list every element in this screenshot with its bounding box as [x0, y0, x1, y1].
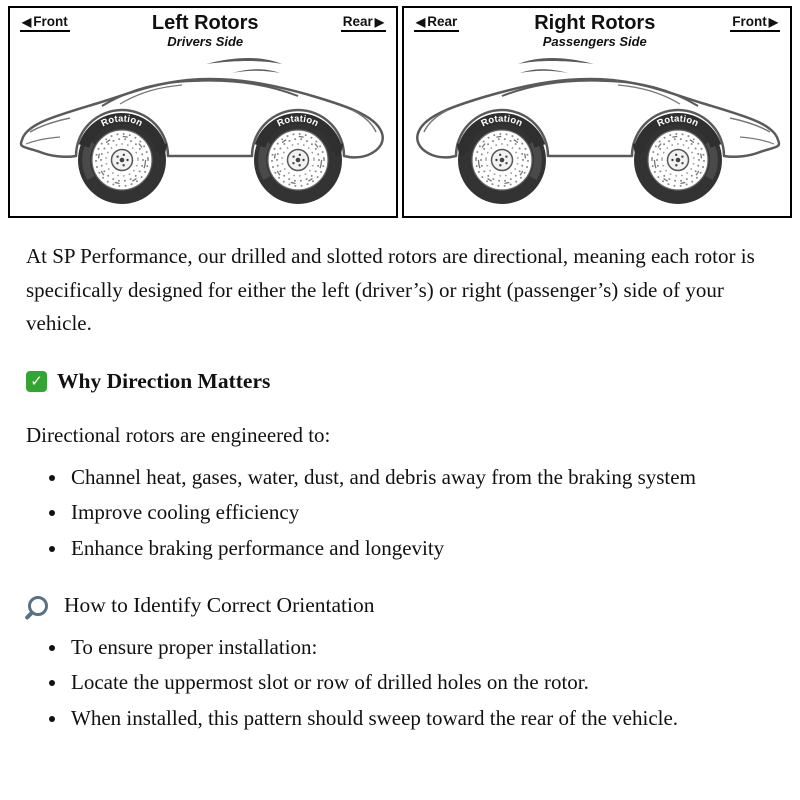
rotation-label: Rotation: [655, 113, 700, 129]
direction-label-text: Front: [732, 14, 767, 29]
list-item: Channel heat, gases, water, dust, and de…: [68, 461, 774, 495]
panel-title: Left Rotors: [151, 12, 259, 34]
panel-subtitle: Drivers Side: [167, 34, 244, 49]
list-item: Improve cooling efficiency: [68, 496, 774, 530]
arrow-left-icon: ◀: [416, 14, 426, 29]
why-bullet-list: Channel heat, gases, water, dust, and de…: [26, 461, 774, 566]
list-item: When installed, this pattern should swee…: [68, 702, 774, 736]
article: At SP Performance, our drilled and slott…: [0, 218, 800, 736]
rotation-label: Rotation: [99, 113, 144, 129]
svg-text:Rotation: Rotation: [479, 113, 525, 129]
rotation-label: Rotation: [479, 113, 524, 129]
check-icon: ✓: [26, 370, 47, 392]
engineered-to-lead: Directional rotors are engineered to:: [26, 423, 331, 448]
arrow-left-icon: ◀: [22, 14, 32, 29]
left-panel-header: ◀ Front Left Rotors Drivers Side Rear ▶: [10, 8, 396, 50]
direction-label-text: Rear: [427, 14, 458, 29]
rotor-direction-diagram: ◀ Front Left Rotors Drivers Side Rear ▶: [0, 0, 800, 218]
heading-text: How to Identify Correct Orientation: [64, 593, 375, 618]
panel-title: Right Rotors: [534, 12, 656, 34]
right-panel-header: ◀ Rear Right Rotors Passengers Side Fron…: [404, 8, 790, 50]
panel-subtitle: Passengers Side: [542, 34, 647, 49]
intro-paragraph: At SP Performance, our drilled and slott…: [26, 244, 755, 336]
svg-text:Rotation: Rotation: [99, 113, 145, 129]
front-direction-label: ◀ Front: [20, 14, 70, 32]
rotation-arrow-rear-wheel: Rotation: [254, 113, 344, 157]
car-left-side-illustration: Rotation Rotation: [10, 52, 396, 210]
direction-label-text: Rear: [342, 14, 373, 29]
car-right-side-illustration: Rotation Rotation: [404, 52, 790, 210]
left-rotors-panel: ◀ Front Left Rotors Drivers Side Rear ▶: [8, 6, 398, 218]
rotation-arrow-front-wheel: Rotation: [78, 113, 168, 157]
how-bullet-list: To ensure proper installation: Locate th…: [26, 631, 774, 736]
list-item: Locate the uppermost slot or row of dril…: [68, 666, 774, 700]
left-panel-title-block: Left Rotors Drivers Side: [152, 12, 259, 50]
right-panel-title-block: Right Rotors Passengers Side: [534, 12, 655, 50]
front-direction-label: Front ▶: [730, 14, 780, 32]
rear-direction-label: Rear ▶: [340, 14, 386, 32]
rotation-label: Rotation: [275, 113, 320, 129]
rotation-arrow-front-wheel: Rotation: [456, 113, 546, 157]
list-item: Enhance braking performance and longevit…: [68, 532, 774, 566]
magnifier-icon: [28, 596, 48, 617]
why-direction-matters-heading: ✓ Why Direction Matters: [26, 365, 774, 398]
direction-label-text: Front: [33, 14, 68, 29]
svg-text:Rotation: Rotation: [655, 113, 701, 129]
identify-orientation-heading: How to Identify Correct Orientation: [26, 589, 774, 622]
arrow-right-icon: ▶: [768, 14, 778, 29]
heading-text: Why Direction Matters: [57, 368, 271, 393]
list-item: To ensure proper installation:: [68, 631, 774, 665]
arrow-right-icon: ▶: [374, 14, 384, 29]
rotation-arrow-rear-wheel: Rotation: [632, 113, 722, 157]
rear-direction-label: ◀ Rear: [414, 14, 460, 32]
right-rotors-panel: ◀ Rear Right Rotors Passengers Side Fron…: [402, 6, 792, 218]
svg-text:Rotation: Rotation: [275, 113, 321, 129]
